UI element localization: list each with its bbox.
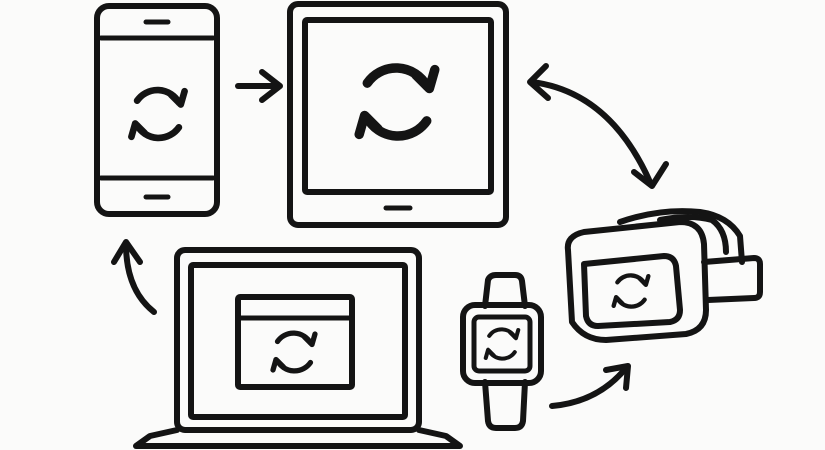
watch-bottom-strap	[482, 379, 528, 431]
tablet-screen	[302, 17, 494, 195]
vr-side-strap	[701, 255, 763, 303]
vr-headset	[564, 208, 763, 343]
tablet-sync-icon	[359, 68, 435, 136]
tablet-body	[287, 1, 509, 228]
laptop-sync-icon	[273, 333, 315, 371]
smartphone-body	[94, 3, 220, 217]
watch-sync-icon	[486, 329, 518, 358]
arrow-laptop-to-phone	[111, 239, 157, 315]
vr-visor	[581, 253, 683, 329]
watch-screen	[471, 314, 533, 374]
arrow-phone-to-tablet	[235, 69, 283, 103]
app-window-frame	[235, 294, 355, 390]
vr-body	[564, 219, 709, 343]
watch-case	[460, 302, 544, 386]
laptop	[133, 247, 463, 449]
tablet	[287, 1, 509, 228]
watch-top-strap	[482, 272, 528, 309]
laptop-lid	[174, 247, 422, 433]
arrow-watch-to-vr	[549, 363, 631, 409]
smartphone	[94, 3, 220, 217]
vr-sync-icon	[614, 275, 649, 306]
smartphone-sync-icon	[131, 90, 184, 138]
vr-inner-strap	[657, 214, 729, 255]
laptop-app-window	[235, 294, 355, 390]
laptop-screen	[188, 262, 408, 420]
vr-top-strap	[617, 208, 745, 265]
smartwatch	[460, 272, 544, 431]
laptop-base	[133, 427, 463, 449]
arrow-tablet-vr-two-way	[527, 63, 669, 189]
